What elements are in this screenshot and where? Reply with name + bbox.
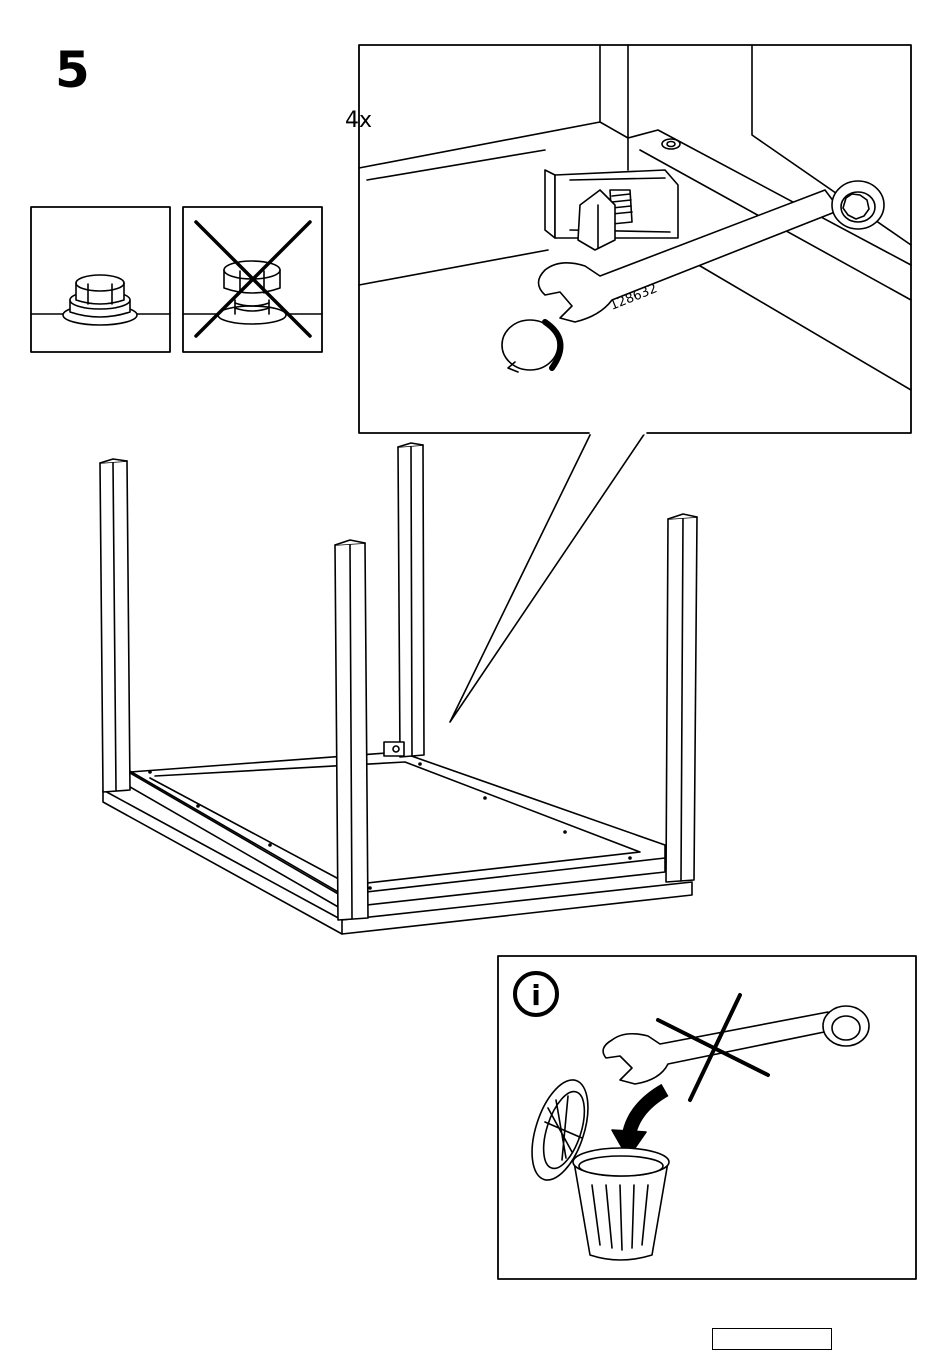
info-panel: i <box>498 956 916 1279</box>
table-assembly <box>100 443 697 934</box>
quantity-label: 4x <box>345 110 372 132</box>
step-number: 5 <box>55 45 90 95</box>
table-leg <box>335 540 368 920</box>
page-tag <box>712 1328 832 1350</box>
tip-incorrect <box>183 207 322 352</box>
loose-bolt-icon <box>218 261 286 324</box>
table-leg <box>100 459 130 792</box>
table-leg <box>398 443 424 757</box>
trash-can-icon <box>573 1148 669 1260</box>
detail-callout: 128632 <box>359 45 911 722</box>
info-symbol: i <box>531 979 541 1012</box>
table-leg <box>666 514 697 882</box>
tip-correct <box>31 207 170 352</box>
tightened-bolt-icon <box>63 275 137 325</box>
